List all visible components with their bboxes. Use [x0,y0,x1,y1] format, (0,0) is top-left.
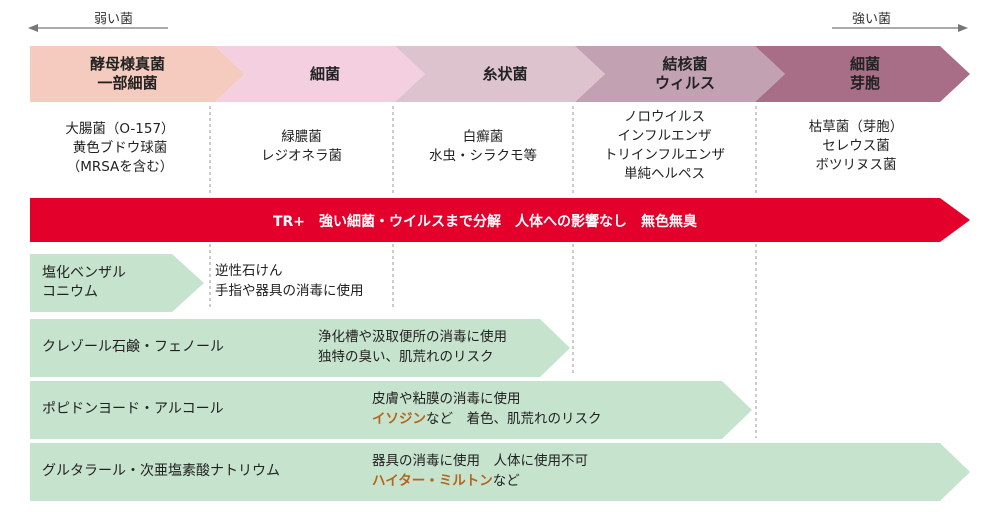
agent-arrow-4 [30,443,970,501]
stage-arrow-5 [755,46,970,102]
agent-arrow-3 [30,381,752,439]
agent-desc-povidone-iodine-alcohol: 皮膚や粘膜の消毒に使用 イソジンなど 着色、肌荒れのリスク [372,391,602,427]
agent-name-benzalkonium: 塩化ベンザルコニウム [42,265,126,300]
stage-label-1: 酵母様真菌一部細菌 [89,55,165,92]
agent-name-povidone-iodine-alcohol: ポピドンヨード・アルコール [42,401,224,417]
strong-bacteria-label: 強い菌 [852,12,892,27]
stage-examples-1: 大腸菌（O-157）黄色ブドウ球菌（MRSAを含む） [65,121,175,175]
column-dividers [209,106,757,438]
stage-examples-2: 緑膿菌レジオネラ菌 [261,129,342,164]
brand-highlight-haiter-milton: ハイター・ミルトン [372,473,493,489]
agent-desc-cresol-phenol: 浄化槽や汲取便所の消毒に使用独特の臭い、肌荒れのリスク [318,329,507,365]
stage-label-4: 結核菌ウィルス [654,55,715,92]
stage-label-3: 糸状菌 [482,65,528,83]
trplus-banner-text: TR+ 強い細菌・ウイルスまで分解 人体への影響なし 無色無臭 [272,214,698,230]
agent-desc-benzalkonium: 逆性石けん手指や器具の消毒に使用 [215,263,364,299]
agent-name-cresol-phenol: クレゾール石鹸・フェノール [42,339,224,355]
stage-examples-3: 白癬菌水虫・シラクモ等 [429,129,537,164]
agent-arrow-1 [30,254,204,312]
stage-arrow-1 [30,46,245,102]
strong-direction-arrow [832,24,968,32]
stage-examples-4: ノロウイルスインフルエンザトリインフルエンザ単純ヘルペス [603,109,726,182]
agent-desc-glutaral-hypochlorite: 器具の消毒に使用 人体に使用不可 ハイター・ミルトンなど [372,453,588,489]
stage-arrow-4 [575,46,785,102]
stage-arrow-2 [215,46,425,102]
stage-label-5: 細菌芽胞 [849,55,880,92]
agent-arrow-2 [30,319,570,377]
brand-highlight-isodine: イソジン [372,411,426,427]
agent-name-glutaral-hypochlorite: グルタラール・次亜塩素酸ナトリウム [42,463,280,479]
trplus-banner-arrow [30,198,970,242]
weak-direction-arrow [28,24,168,32]
stage-arrow-3 [395,46,605,102]
stage-examples-5: 枯草菌（芽胞）セレウス菌ボツリヌス菌 [808,119,904,173]
stage-label-2: 細菌 [309,65,340,83]
weak-bacteria-label: 弱い菌 [94,12,134,27]
